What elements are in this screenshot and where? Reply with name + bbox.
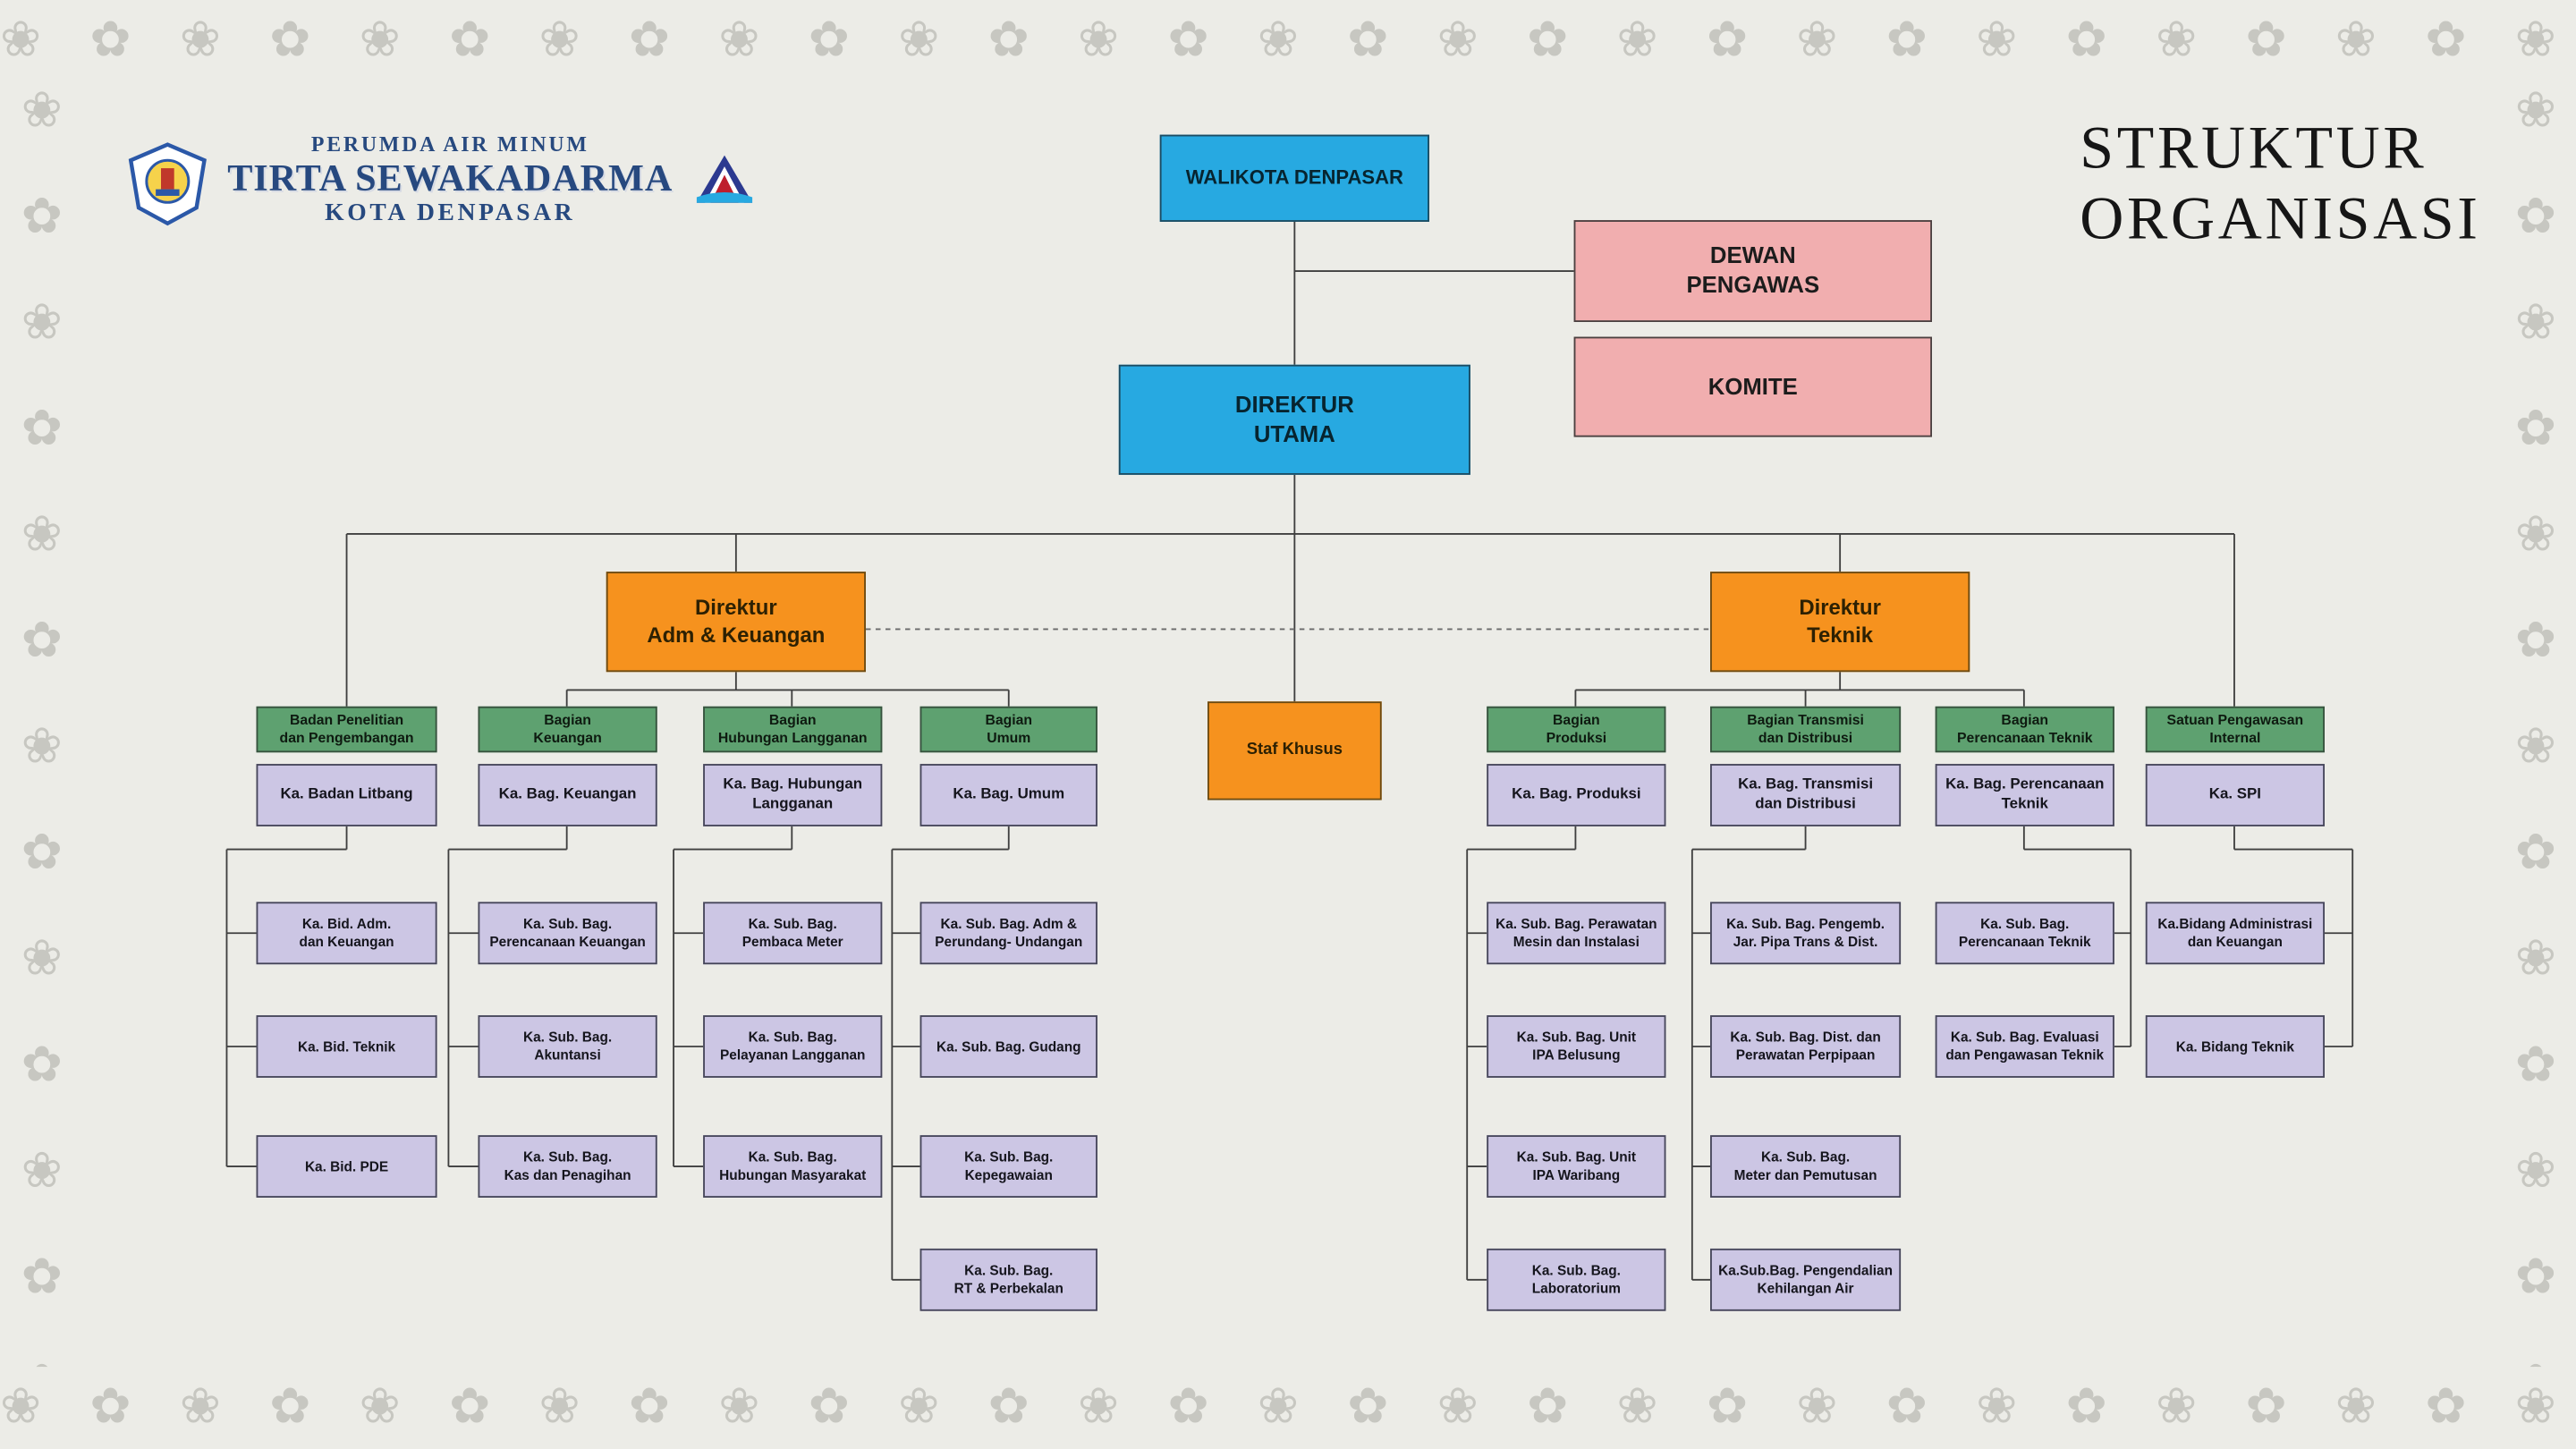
page-title-line1: STRUKTUR	[2080, 114, 2428, 182]
head-col-2: Ka. Bag. Keuangan	[478, 764, 657, 826]
decorative-border-top: ❀ ✿ ❀ ✿ ❀ ✿ ❀ ✿ ❀ ✿ ❀ ✿ ❀ ✿ ❀ ✿ ❀ ✿ ❀ ✿ …	[0, 11, 2576, 70]
decorative-border-bottom: ❀ ✿ ❀ ✿ ❀ ✿ ❀ ✿ ❀ ✿ ❀ ✿ ❀ ✿ ❀ ✿ ❀ ✿ ❀ ✿ …	[0, 1378, 2576, 1436]
head-col-4: Ka. Bag. Umum	[919, 764, 1097, 826]
dept-col-5: Bagian Produksi	[1487, 706, 1666, 753]
sub-col-5-row-3: Ka. Sub. Bag. Unit IPA Waribang	[1487, 1135, 1666, 1198]
company-name-bottom: KOTA DENPASAR	[325, 200, 576, 228]
sub-col-5-row-2: Ka. Sub. Bag. Unit IPA Belusung	[1487, 1015, 1666, 1078]
sub-col-2-row-3: Ka. Sub. Bag. Kas dan Penagihan	[478, 1135, 657, 1198]
sub-col-1-row-3: Ka. Bid. PDE	[256, 1135, 437, 1198]
node-komite: KOMITE	[1573, 336, 1932, 437]
sub-col-8-row-2: Ka. Bidang Teknik	[2145, 1015, 2325, 1078]
sub-col-7-row-1: Ka. Sub. Bag. Perencanaan Teknik	[1935, 902, 2114, 965]
head-col-1: Ka. Badan Litbang	[256, 764, 437, 826]
sub-col-6-row-4: Ka.Sub.Bag. Pengendalian Kehilangan Air	[1710, 1248, 1902, 1311]
node-dewan-pengawas: DEWAN PENGAWAS	[1573, 220, 1932, 322]
node-direktur-utama: DIREKTUR UTAMA	[1118, 364, 1470, 475]
sub-col-4-row-4: Ka. Sub. Bag. RT & Perbekalan	[919, 1248, 1097, 1311]
head-col-8: Ka. SPI	[2145, 764, 2325, 826]
decorative-border-right: ❀ ✿ ❀ ✿ ❀ ✿ ❀ ✿ ❀ ✿ ❀ ✿ ❀ ✿ ❀ ✿ ❀ ✿ ❀ ✿ …	[2494, 82, 2576, 1367]
sub-col-7-row-2: Ka. Sub. Bag. Evaluasi dan Pengawasan Te…	[1935, 1015, 2114, 1078]
dept-col-6: Bagian Transmisi dan Distribusi	[1710, 706, 1902, 753]
sub-col-8-row-1: Ka.Bidang Administrasi dan Keuangan	[2145, 902, 2325, 965]
dept-col-7: Bagian Perencanaan Teknik	[1935, 706, 2114, 753]
node-walikota-denpasar: WALIKOTA DENPASAR	[1159, 134, 1429, 222]
node-direktur-teknik: Direktur Teknik	[1710, 572, 1970, 673]
head-col-3: Ka. Bag. Hubungan Langganan	[703, 764, 883, 826]
sub-col-5-row-4: Ka. Sub. Bag. Laboratorium	[1487, 1248, 1666, 1311]
dept-col-4: Bagian Umum	[919, 706, 1097, 753]
page-title-line2: ORGANISASI	[2080, 184, 2481, 253]
dept-col-2: Bagian Keuangan	[478, 706, 657, 753]
sub-col-4-row-1: Ka. Sub. Bag. Adm & Perundang- Undangan	[919, 902, 1097, 965]
sub-col-6-row-2: Ka. Sub. Bag. Dist. dan Perawatan Perpip…	[1710, 1015, 1902, 1078]
company-name-top: PERUMDA AIR MINUM	[310, 131, 589, 157]
sub-col-3-row-3: Ka. Sub. Bag. Hubungan Masyarakat	[703, 1135, 883, 1198]
dept-col-3: Bagian Hubungan Langganan	[703, 706, 883, 753]
sub-col-4-row-3: Ka. Sub. Bag. Kepegawaian	[919, 1135, 1097, 1198]
page-title: STRUKTUR ORGANISASI	[2080, 115, 2480, 255]
sub-col-2-row-1: Ka. Sub. Bag. Perencanaan Keuangan	[478, 902, 657, 965]
decorative-border-left: ❀ ✿ ❀ ✿ ❀ ✿ ❀ ✿ ❀ ✿ ❀ ✿ ❀ ✿ ❀ ✿ ❀ ✿ ❀ ✿ …	[0, 82, 82, 1367]
company-name-main: TIRTA SEWAKADARMA	[227, 157, 674, 199]
sub-col-6-row-3: Ka. Sub. Bag. Meter dan Pemutusan	[1710, 1135, 1902, 1198]
sub-col-1-row-1: Ka. Bid. Adm. dan Keuangan	[256, 902, 437, 965]
sub-col-1-row-2: Ka. Bid. Teknik	[256, 1015, 437, 1078]
sub-col-5-row-1: Ka. Sub. Bag. Perawatan Mesin dan Instal…	[1487, 902, 1666, 965]
sub-col-3-row-2: Ka. Sub. Bag. Pelayanan Langganan	[703, 1015, 883, 1078]
company-name-block: PERUMDA AIR MINUM TIRTA SEWAKADARMA KOTA…	[207, 131, 693, 229]
tirta-mountain-logo	[696, 155, 753, 212]
head-col-7: Ka. Bag. Perencanaan Teknik	[1935, 764, 2114, 826]
head-col-6: Ka. Bag. Transmisi dan Distribusi	[1710, 764, 1902, 826]
denpasar-city-emblem-logo	[128, 141, 207, 235]
sub-col-4-row-2: Ka. Sub. Bag. Gudang	[919, 1015, 1097, 1078]
node-staf-khusus: Staf Khusus	[1208, 701, 1382, 801]
sub-col-3-row-1: Ka. Sub. Bag. Pembaca Meter	[703, 902, 883, 965]
node-direktur-adm-keuangan: Direktur Adm & Keuangan	[606, 572, 866, 673]
sub-col-2-row-2: Ka. Sub. Bag. Akuntansi	[478, 1015, 657, 1078]
sub-col-6-row-1: Ka. Sub. Bag. Pengemb. Jar. Pipa Trans &…	[1710, 902, 1902, 965]
dept-col-8: Satuan Pengawasan Internal	[2145, 706, 2325, 753]
head-col-5: Ka. Bag. Produksi	[1487, 764, 1666, 826]
dept-col-1: Badan Penelitian dan Pengembangan	[256, 706, 437, 753]
